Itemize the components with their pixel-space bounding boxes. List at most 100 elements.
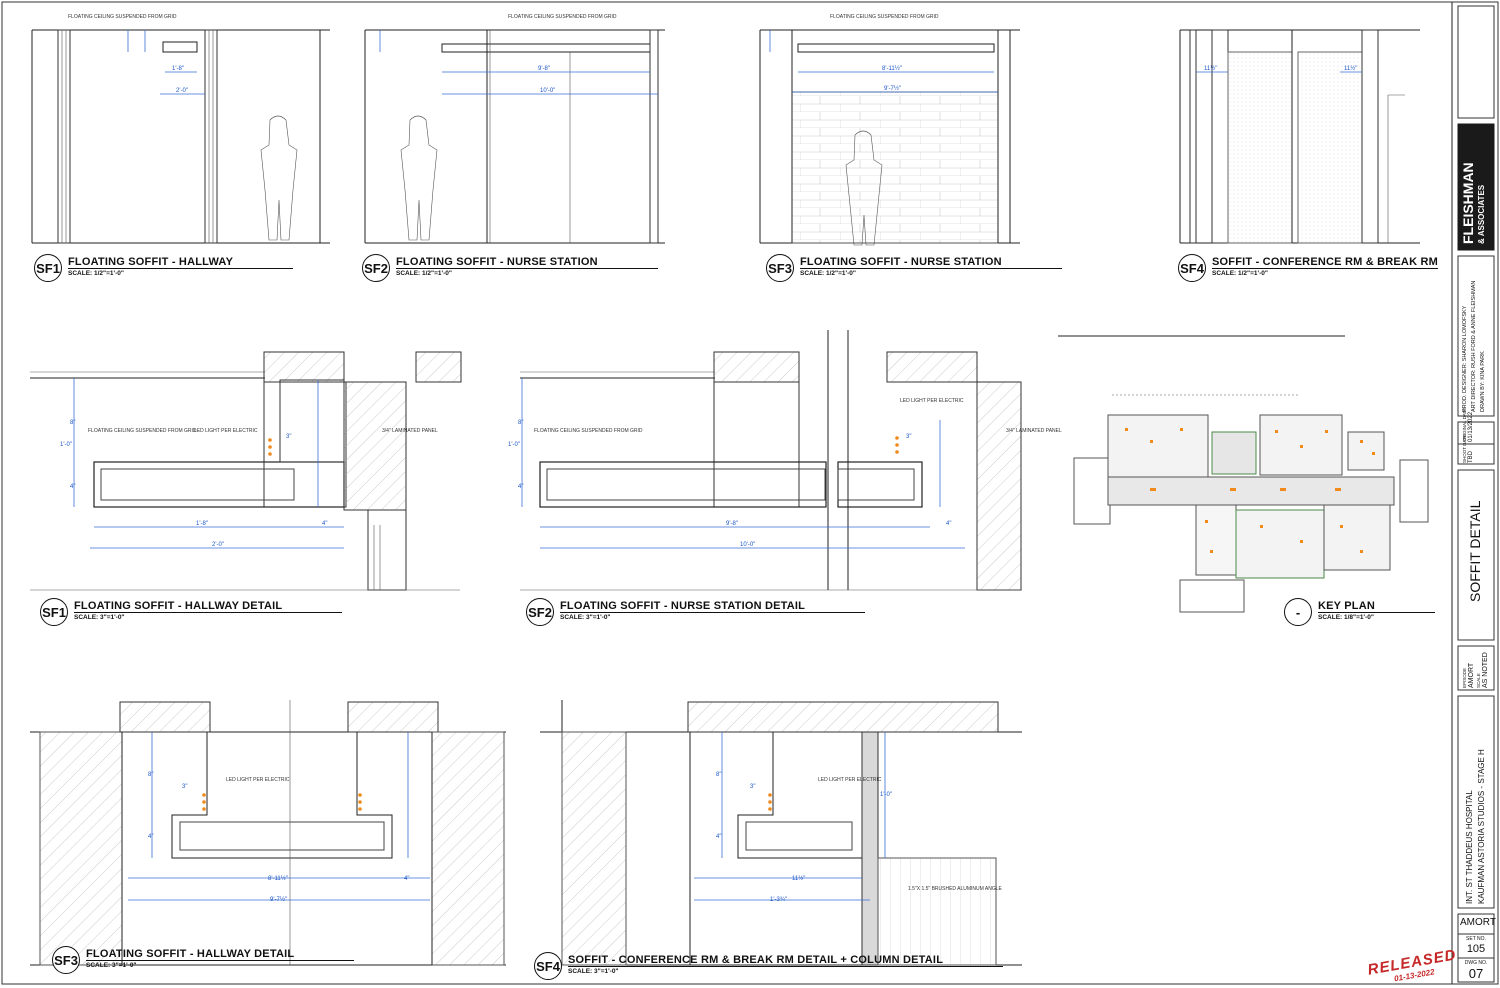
drawing-id-bubble: -: [1284, 598, 1312, 626]
dim-text: 4": [518, 484, 523, 490]
drawing-id-bubble: SF2: [526, 598, 554, 626]
note-floating-ceiling-sf2: FLOATING CEILING SUSPENDED FROM GRID: [508, 14, 617, 20]
dim-text: 3": [906, 434, 911, 440]
dim-text: 9'-8": [538, 66, 550, 72]
dim-text: 4": [946, 521, 951, 527]
drawing-scale: SCALE: 3"=1'-0": [560, 614, 611, 621]
drawing-header: SF3 FLOATING SOFFIT - NURSE STATION SCAL…: [766, 254, 1062, 282]
dim-text: 8": [70, 420, 75, 426]
set-name: INT. ST THADDEUS HOSPITAL: [1465, 790, 1474, 904]
dim-text: 11½": [792, 875, 805, 882]
drawing-title: FLOATING SOFFIT - HALLWAY DETAIL: [86, 948, 355, 961]
drawing-title: FLOATING SOFFIT - HALLWAY DETAIL: [74, 600, 343, 613]
show-name: AMORT: [1460, 917, 1496, 928]
dim-text: 2'-0": [176, 88, 188, 94]
credits: PROD. DESIGNER: SHARON LOMOFSKY ART DIRE…: [1461, 281, 1488, 412]
prod-designer: PROD. DESIGNER: SHARON LOMOFSKY: [1462, 305, 1468, 412]
key-plan: [1058, 335, 1429, 613]
episode-block: EPISODE AMORT SCALE AS NOTED: [1461, 652, 1489, 688]
note-laminated-d2: 3/4" LAMINATED PANEL: [1006, 428, 1062, 434]
note-led-d2: LED LIGHT PER ELECTRIC: [900, 398, 964, 404]
drawing-id-bubble: SF1: [40, 598, 68, 626]
drawing-header: SF4 SOFFIT - CONFERENCE RM & BREAK RM SC…: [1178, 254, 1438, 282]
set-no-label: SET NO.: [1466, 936, 1486, 942]
studio-name-2: & ASSOCIATES: [1477, 184, 1486, 244]
dim-text: 4": [70, 484, 75, 490]
dim-text: 10'-0": [740, 542, 755, 548]
note-floating-ceiling-d1: FLOATING CEILING SUSPENDED FROM GRID: [88, 428, 197, 434]
drawing-header: SF3 FLOATING SOFFIT - HALLWAY DETAIL SCA…: [52, 946, 355, 974]
dim-text: 11½": [1204, 65, 1217, 72]
elevation-sf1: [31, 29, 330, 244]
drawing-scale: SCALE: 1/2"=1'-0": [68, 270, 124, 277]
drawing-id-bubble: SF4: [1178, 254, 1206, 282]
dim-text: 1'-0": [508, 442, 520, 448]
drawing-scale: SCALE: 1/2"=1'-0": [1212, 270, 1268, 277]
dim-text: 3": [750, 784, 755, 790]
drawing-header: SF4 SOFFIT - CONFERENCE RM & BREAK RM DE…: [534, 952, 1004, 980]
drawing-header: - KEY PLAN SCALE: 1/8"=1'-0": [1284, 598, 1436, 626]
dim-text: 9'-8": [726, 521, 738, 527]
elevation-sf4: [1179, 29, 1420, 244]
drawing-scale: SCALE: 1/2"=1'-0": [800, 270, 856, 277]
studio-logo: FLEISHMAN & ASSOCIATES: [1460, 126, 1488, 244]
dim-text: 1'-0": [60, 442, 72, 448]
note-led-d3: LED LIGHT PER ELECTRIC: [226, 777, 290, 783]
dwg-no-label: DWG NO.: [1464, 960, 1488, 966]
sheet-title: SOFFIT DETAIL: [1467, 500, 1483, 602]
note-laminated-d1: 3/4" LAMINATED PANEL: [382, 428, 438, 434]
location: KAUFMAN ASTORIA STUDIOS - STAGE H: [1477, 749, 1486, 904]
title-block: [1451, 2, 1495, 984]
dim-text: 9'-7½": [270, 896, 287, 903]
drawing-header: SF2 FLOATING SOFFIT - NURSE STATION SCAL…: [362, 254, 658, 282]
dim-text: 4": [322, 521, 327, 527]
dim-text: 8": [716, 772, 721, 778]
note-aluminum-angle: 1.5"X 1.5" BRUSHED ALUMINUM ANGLE: [908, 886, 1003, 892]
dim-text: 1'-8": [172, 66, 184, 72]
dim-text: 3": [182, 784, 187, 790]
dim-text: 8'-11½": [268, 875, 288, 882]
detail-sf2: [520, 330, 1022, 591]
drawing-scale: SCALE: 3"=1'-0": [568, 968, 619, 975]
dim-text: 9'-7½": [884, 85, 901, 92]
elevation-sf3: [759, 29, 1020, 246]
set-no: 105: [1466, 943, 1486, 955]
dim-text: 1'-8": [196, 521, 208, 527]
episode-label: EPISODE: [1462, 667, 1467, 688]
drawing-title: SOFFIT - CONFERENCE RM & BREAK RM: [1212, 256, 1438, 269]
dim-text: 4": [716, 834, 721, 840]
detail-sf1: [30, 351, 462, 591]
shoot-date: TBD: [1468, 451, 1474, 463]
note-led-d1: LED LIGHT PER ELECTRIC: [194, 428, 258, 434]
art-director: ART DIRECTOR: RUSH FORD & ANNE FLEISHMAN: [1471, 280, 1477, 412]
drawn-by: DRAWN BY: KINA PARK: [1480, 351, 1486, 412]
drawing-header: SF2 FLOATING SOFFIT - NURSE STATION DETA…: [526, 598, 866, 626]
drawing-id-bubble: SF2: [362, 254, 390, 282]
drawing-id-bubble: SF3: [766, 254, 794, 282]
drawing-title: FLOATING SOFFIT - NURSE STATION DETAIL: [560, 600, 866, 613]
drawing-title: SOFFIT - CONFERENCE RM & BREAK RM DETAIL…: [568, 954, 1004, 967]
dim-text: 8'-11½": [882, 65, 902, 72]
dim-text: 11½": [1344, 65, 1357, 72]
drawing-header: SF1 FLOATING SOFFIT - HALLWAY DETAIL SCA…: [40, 598, 343, 626]
dim-text: 8": [518, 420, 523, 426]
episode: AMORT: [1468, 662, 1475, 688]
drawing-title: FLOATING SOFFIT - HALLWAY: [68, 256, 294, 269]
drawing-id-bubble: SF3: [52, 946, 80, 974]
dwg-no: 07: [1468, 966, 1484, 981]
dim-text: 3": [286, 434, 291, 440]
studio-name: FLEISHMAN: [1460, 162, 1476, 244]
drawing-scale: SCALE: 3"=1'-0": [74, 614, 125, 621]
dim-text: 4": [404, 876, 409, 882]
drawing-id-bubble: SF4: [534, 952, 562, 980]
dim-text: 1'-0": [880, 792, 892, 798]
drawing-id-bubble: SF1: [34, 254, 62, 282]
drawing-title: FLOATING SOFFIT - NURSE STATION: [396, 256, 658, 269]
note-floating-ceiling-sf1: FLOATING CEILING SUSPENDED FROM GRID: [68, 14, 177, 20]
scale: AS NOTED: [1482, 652, 1489, 688]
dim-text: 10'-0": [540, 88, 555, 94]
note-floating-ceiling-d2: FLOATING CEILING SUSPENDED FROM GRID: [534, 428, 643, 434]
